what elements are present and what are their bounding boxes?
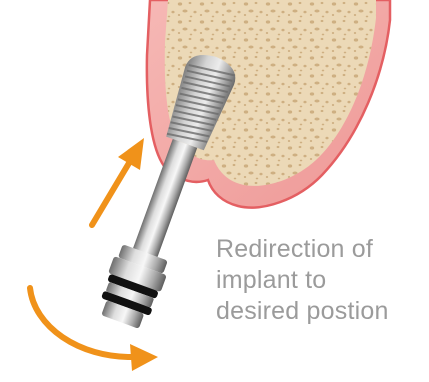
caption-line-1: Redirection of bbox=[216, 234, 389, 265]
implant-mount bbox=[94, 243, 172, 332]
caption-text: Redirection of implant to desired postio… bbox=[216, 234, 389, 327]
straight-arrow-icon bbox=[92, 138, 144, 225]
caption-line-3: desired postion bbox=[216, 296, 389, 327]
caption-line-2: implant to bbox=[216, 265, 389, 296]
